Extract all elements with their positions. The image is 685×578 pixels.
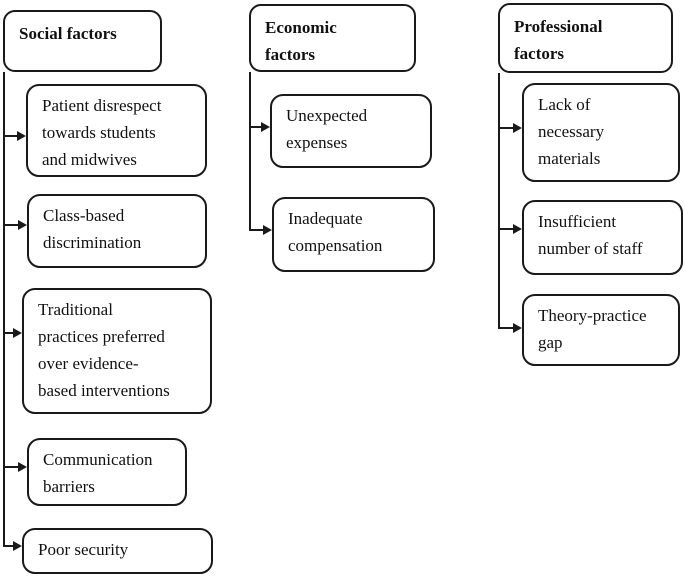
arrow-right-icon <box>17 131 26 141</box>
factor-box-poor-security: Poor security <box>22 528 213 574</box>
arrow-right-icon <box>513 323 522 333</box>
connector-line <box>4 135 18 137</box>
connector-line <box>499 327 514 329</box>
social-factors-header: Social factors <box>3 10 162 72</box>
factor-box-class-discrimination: Class-based discrimination <box>27 194 207 268</box>
factor-box-lack-of-materials: Lack of necessary materials <box>522 83 680 182</box>
arrow-right-icon <box>13 328 22 338</box>
economic-factors-header: Economic factors <box>249 4 416 72</box>
factor-box-traditional-practices: Traditional practices preferred over evi… <box>22 288 212 414</box>
professional-factors-header: Professional factors <box>498 3 673 73</box>
connector-line <box>499 127 514 129</box>
arrow-right-icon <box>513 123 522 133</box>
factor-box-theory-practice-gap: Theory-practice gap <box>522 294 680 366</box>
connector-line <box>499 228 514 230</box>
connector-trunk-professional <box>498 73 500 329</box>
connector-trunk-social <box>3 72 5 547</box>
factor-box-communication-barriers: Communication barriers <box>27 438 187 506</box>
connector-line <box>250 229 264 231</box>
factor-box-patient-disrespect: Patient disrespect towards students and … <box>26 84 207 177</box>
connector-line <box>4 545 14 547</box>
arrow-right-icon <box>18 220 27 230</box>
arrow-right-icon <box>18 462 27 472</box>
arrow-right-icon <box>261 122 270 132</box>
factor-box-unexpected-expenses: Unexpected expenses <box>270 94 432 168</box>
connector-line <box>4 224 19 226</box>
arrow-right-icon <box>513 224 522 234</box>
connector-line <box>250 126 262 128</box>
connector-line <box>4 466 19 468</box>
connector-trunk-economic <box>249 72 251 231</box>
arrow-right-icon <box>13 541 22 551</box>
arrow-right-icon <box>263 225 272 235</box>
factor-box-insufficient-staff: Insufficient number of staff <box>522 200 683 275</box>
connector-line <box>4 332 14 334</box>
factor-box-inadequate-compensation: Inadequate compensation <box>272 197 435 272</box>
